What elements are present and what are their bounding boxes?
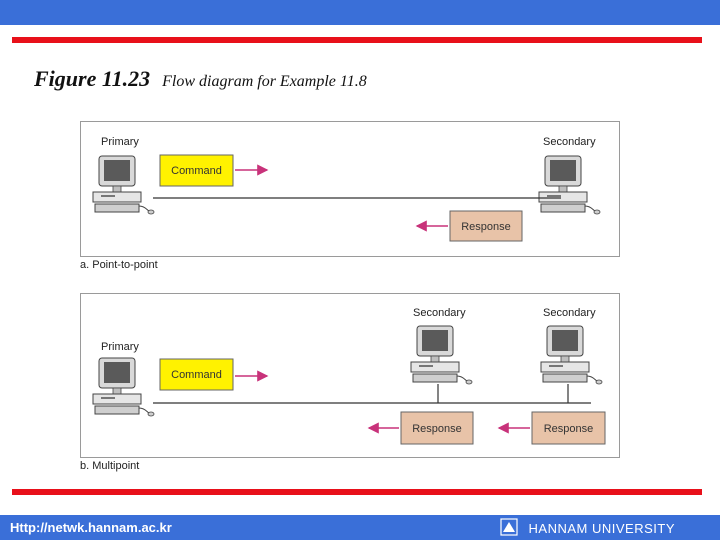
- response-box-2-label: Response: [544, 423, 594, 435]
- response-box-1-label: Response: [412, 423, 462, 435]
- panel-multipoint: Primary Secondary Secondary Command Resp…: [80, 293, 620, 458]
- top-bar: [0, 0, 720, 25]
- secondary-1-computer-icon: [410, 325, 473, 385]
- point-to-point-diagram: Primary Secondary Command Response: [92, 136, 601, 242]
- primary-label: Primary: [101, 341, 139, 353]
- secondary-2-computer-icon: [540, 325, 603, 385]
- panel-a-label: a. Point-to-point: [80, 259, 158, 271]
- university-logo-icon: [500, 518, 518, 536]
- command-box: [159, 154, 234, 187]
- secondary-computer-icon: [538, 155, 601, 215]
- command-box: [159, 358, 234, 391]
- response-box: [449, 210, 523, 242]
- top-red-rule: [12, 37, 702, 43]
- secondary-1-label: Secondary: [413, 307, 466, 319]
- command-box-label: Command: [171, 165, 222, 177]
- primary-computer-icon: [92, 357, 155, 417]
- multipoint-diagram: Primary Secondary Secondary Command Resp…: [92, 307, 606, 445]
- panel-b-label: b. Multipoint: [80, 460, 140, 472]
- figure-label: Figure 11.23: [34, 66, 151, 91]
- slide-title: Figure 11.23 Flow diagram for Example 11.…: [34, 66, 367, 92]
- secondary-2-label: Secondary: [543, 307, 596, 319]
- bottom-red-rule: [12, 489, 702, 495]
- secondary-label: Secondary: [543, 136, 596, 148]
- footer-url: Http://netwk.hannam.ac.kr: [10, 520, 172, 535]
- response-box-label: Response: [461, 221, 511, 233]
- command-box-label: Command: [171, 369, 222, 381]
- figure-caption: Flow diagram for Example 11.8: [162, 73, 367, 90]
- primary-label: Primary: [101, 136, 139, 148]
- panel-point-to-point: Primary Secondary Command Response: [80, 121, 620, 257]
- footer-bar: Http://netwk.hannam.ac.kr HANNAM UNIVERS…: [0, 515, 720, 540]
- response-box-1: [400, 411, 474, 445]
- primary-computer-icon: [92, 155, 155, 215]
- response-box-2: [531, 411, 606, 445]
- footer-university: HANNAM UNIVERSITY: [528, 521, 675, 536]
